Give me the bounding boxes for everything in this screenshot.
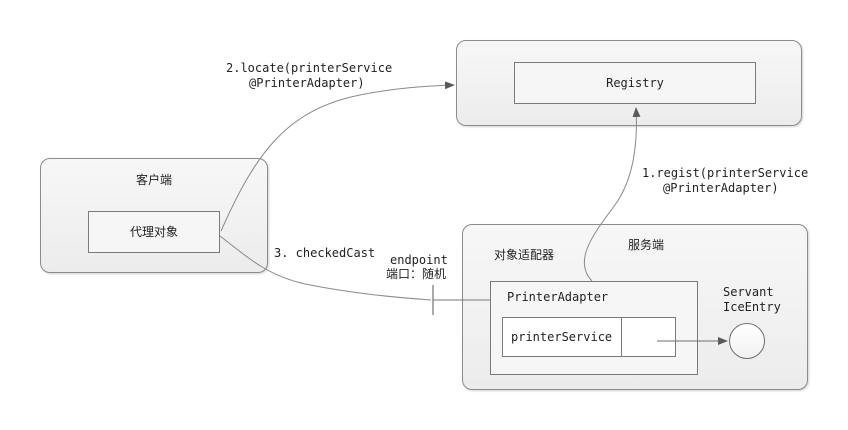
registry-box: Registry (514, 62, 756, 104)
locate-label-line1: 2.locate(printerService (226, 61, 393, 75)
registry-label: Registry (606, 76, 664, 90)
server-title: 服务端 (628, 238, 665, 252)
printer-adapter-label: PrinterAdapter (507, 290, 609, 304)
endpoint-label-line2: 端口：随机 (386, 267, 447, 281)
client-title: 客户端 (135, 173, 172, 187)
proxy-object-box: 代理对象 (88, 211, 220, 253)
regist-label-line1: 1.regist(printerService (642, 166, 809, 180)
checked-cast-label: 3. checkedCast (274, 246, 376, 260)
locate-label-line2: @PrinterAdapter) (249, 76, 365, 90)
servant-circle-icon (729, 323, 765, 359)
service-slot-box (621, 317, 676, 357)
servant-label-line2: IceEntry (723, 300, 781, 314)
servant-label-line1: Servant (723, 285, 774, 299)
object-adapter-title: 对象适配器 (494, 248, 555, 262)
printer-service-label: printerService (511, 330, 613, 344)
proxy-object-label: 代理对象 (129, 225, 178, 239)
endpoint-label-line1: endpoint (390, 253, 448, 267)
regist-label-line2: @PrinterAdapter) (663, 181, 779, 195)
